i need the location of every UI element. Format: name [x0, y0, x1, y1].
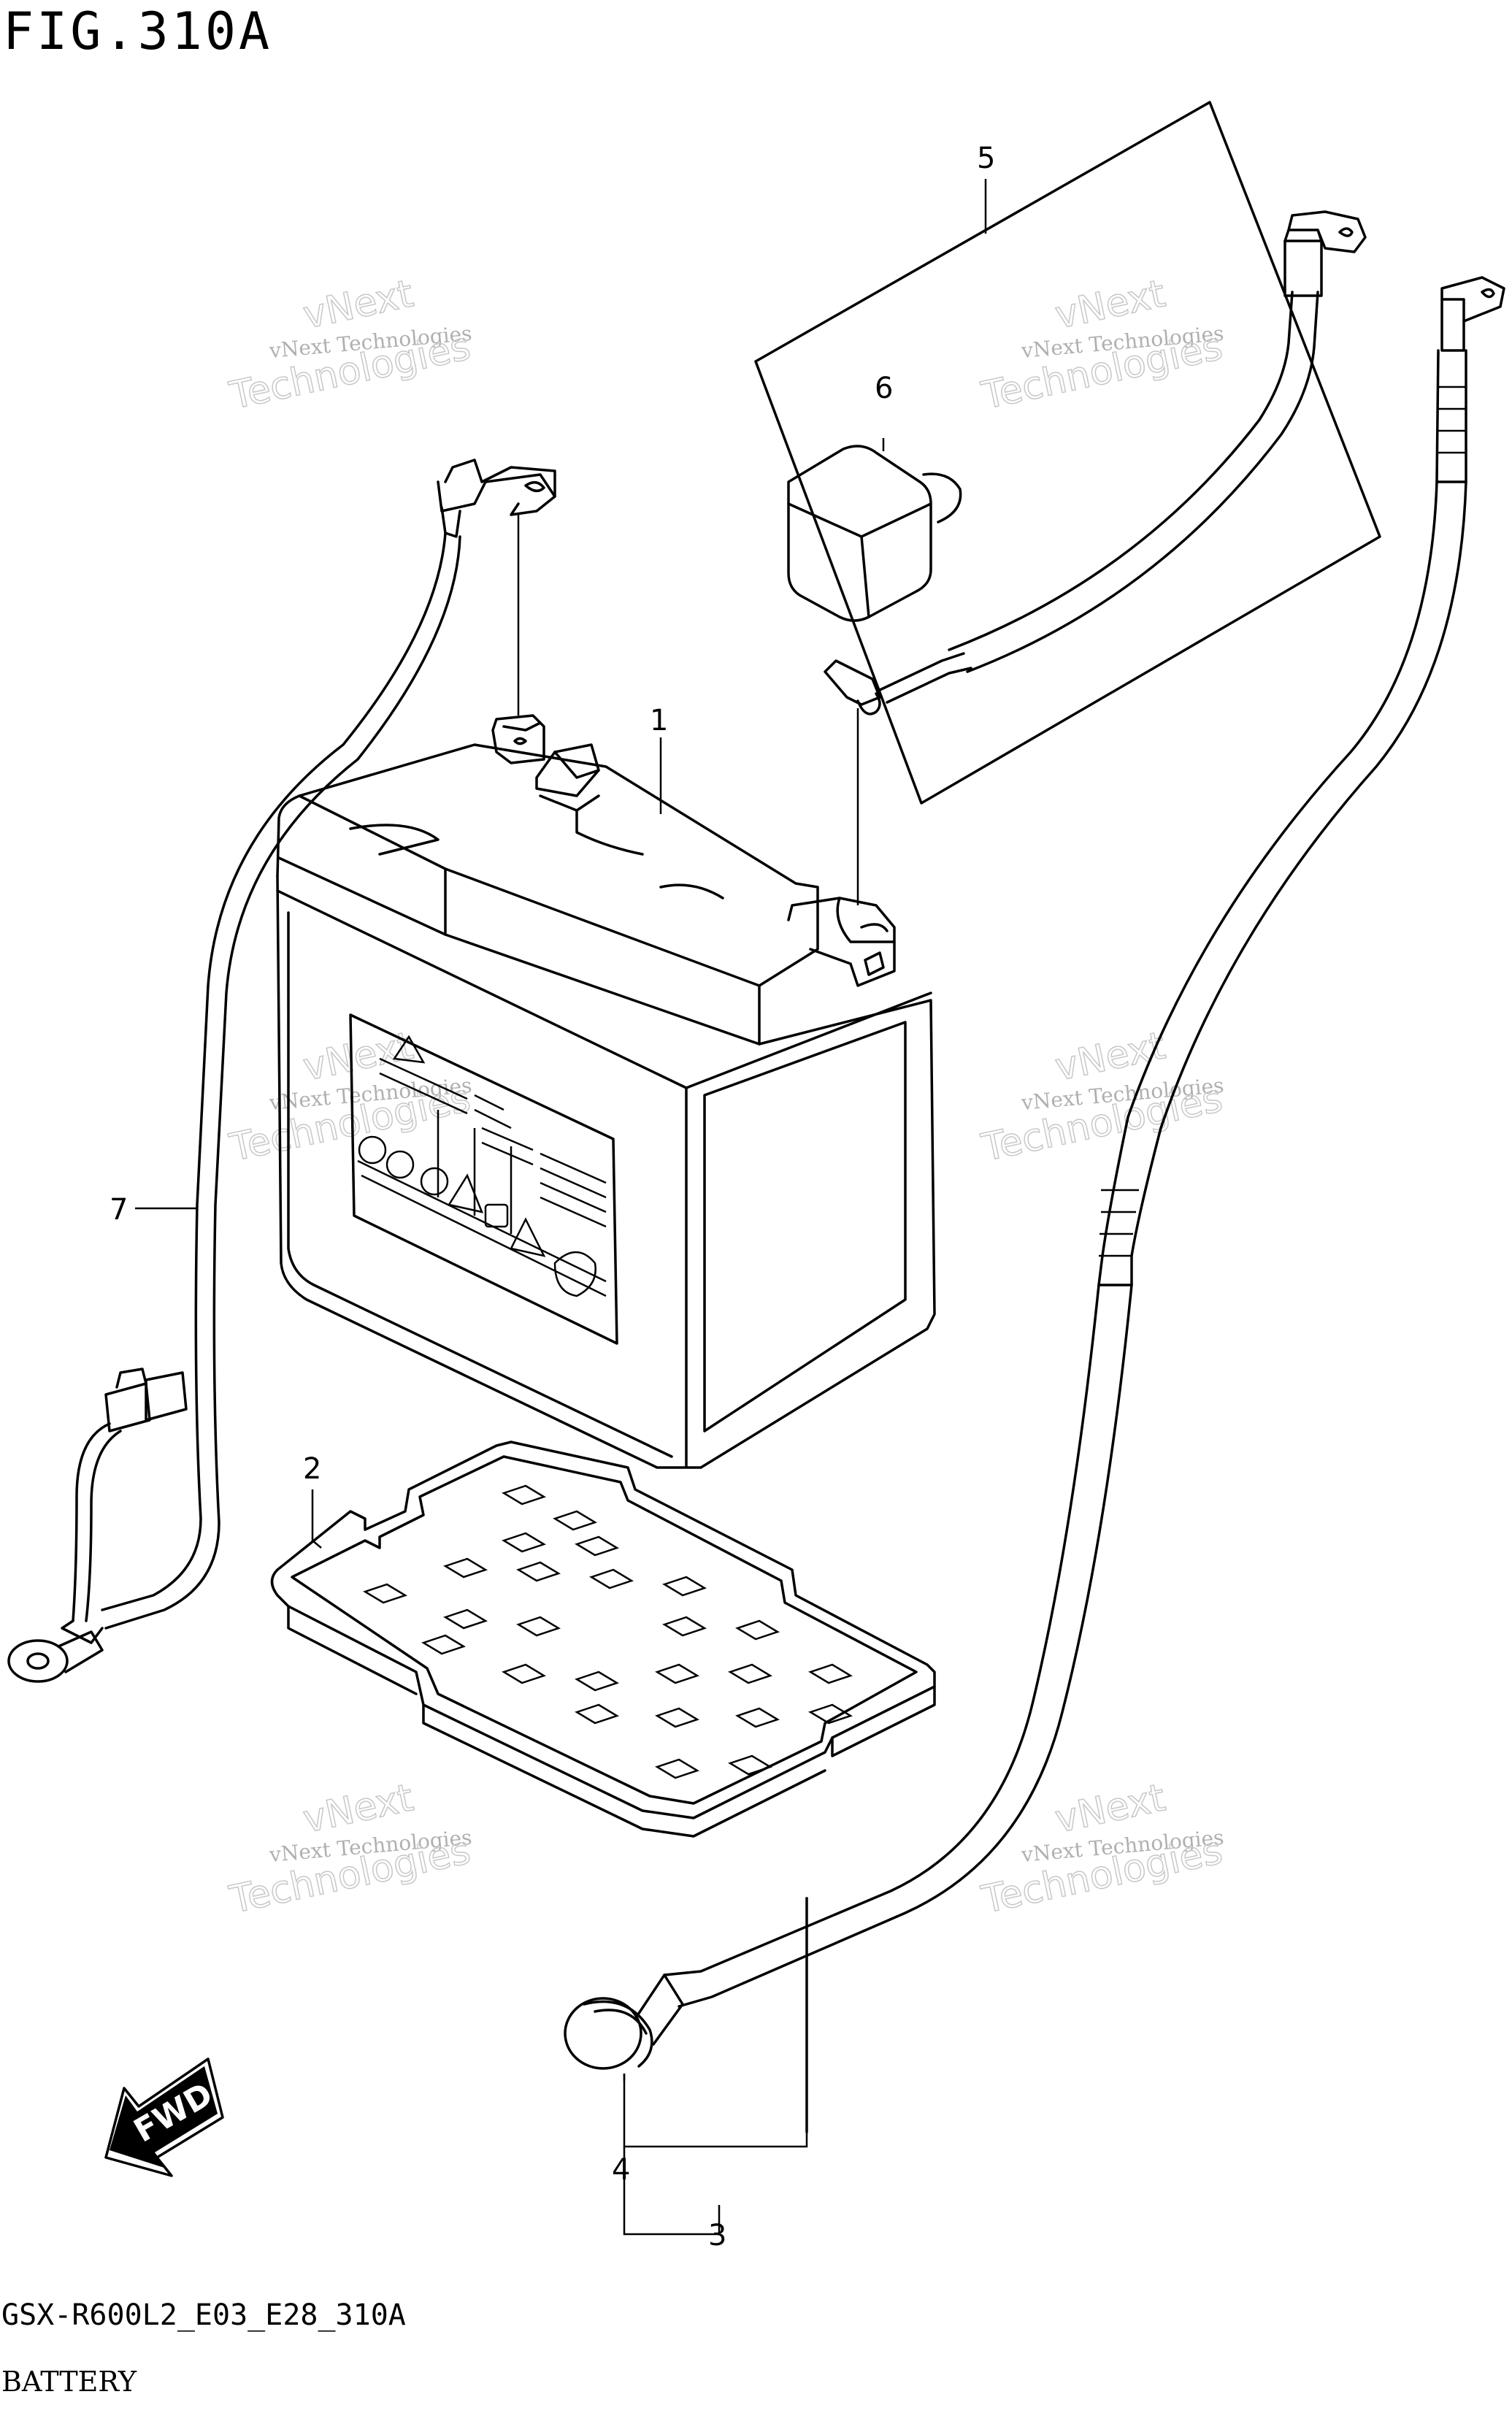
- watermark-top-right: vNext vNext Technologies Technologies: [978, 272, 1227, 419]
- assembly-leader-lines: [517, 515, 859, 905]
- fwd-arrow-icon: FWD: [104, 2057, 224, 2177]
- part-2-battery-tray: [270, 1441, 936, 1838]
- part-5-positive-cable: [824, 210, 1367, 716]
- part-7-sensor-wire: [7, 459, 556, 1683]
- watermark-top-left: vNext vNext Technologies Technologies: [226, 272, 475, 419]
- callout-3: 3: [708, 2219, 726, 2252]
- part-3-negative-cable: [663, 276, 1505, 2133]
- figure-title: FIG.310A: [3, 1, 273, 61]
- part-4-terminal-cap: [564, 1974, 684, 2070]
- part-5-kit-frame: [754, 101, 1381, 805]
- watermark-bottom-right: vNext vNext Technologies Technologies: [978, 1776, 1227, 1923]
- watermark-bottom-left: vNext vNext Technologies Technologies: [226, 1776, 475, 1923]
- callout-5: 5: [977, 142, 995, 175]
- watermark-mid-right: vNext vNext Technologies Technologies: [978, 1024, 1227, 1171]
- watermark-group: vNext vNext Technologies Technologies vN…: [226, 272, 1227, 1923]
- callout-1: 1: [650, 704, 668, 737]
- callout-leaders: [135, 179, 987, 2236]
- diagram-name: BATTERY: [1, 2366, 137, 2398]
- part-1-battery: [276, 714, 936, 1469]
- callout-4: 4: [612, 2153, 630, 2187]
- callout-7: 7: [110, 1193, 128, 1227]
- callout-labels: 1 2 3 4 5 6 7: [110, 142, 995, 2252]
- diagram-code: GSX-R600L2_E03_E28_310A: [1, 2298, 406, 2332]
- callout-6: 6: [875, 372, 893, 405]
- callout-2: 2: [303, 1452, 321, 1486]
- part-6-terminal-cover: [787, 445, 962, 622]
